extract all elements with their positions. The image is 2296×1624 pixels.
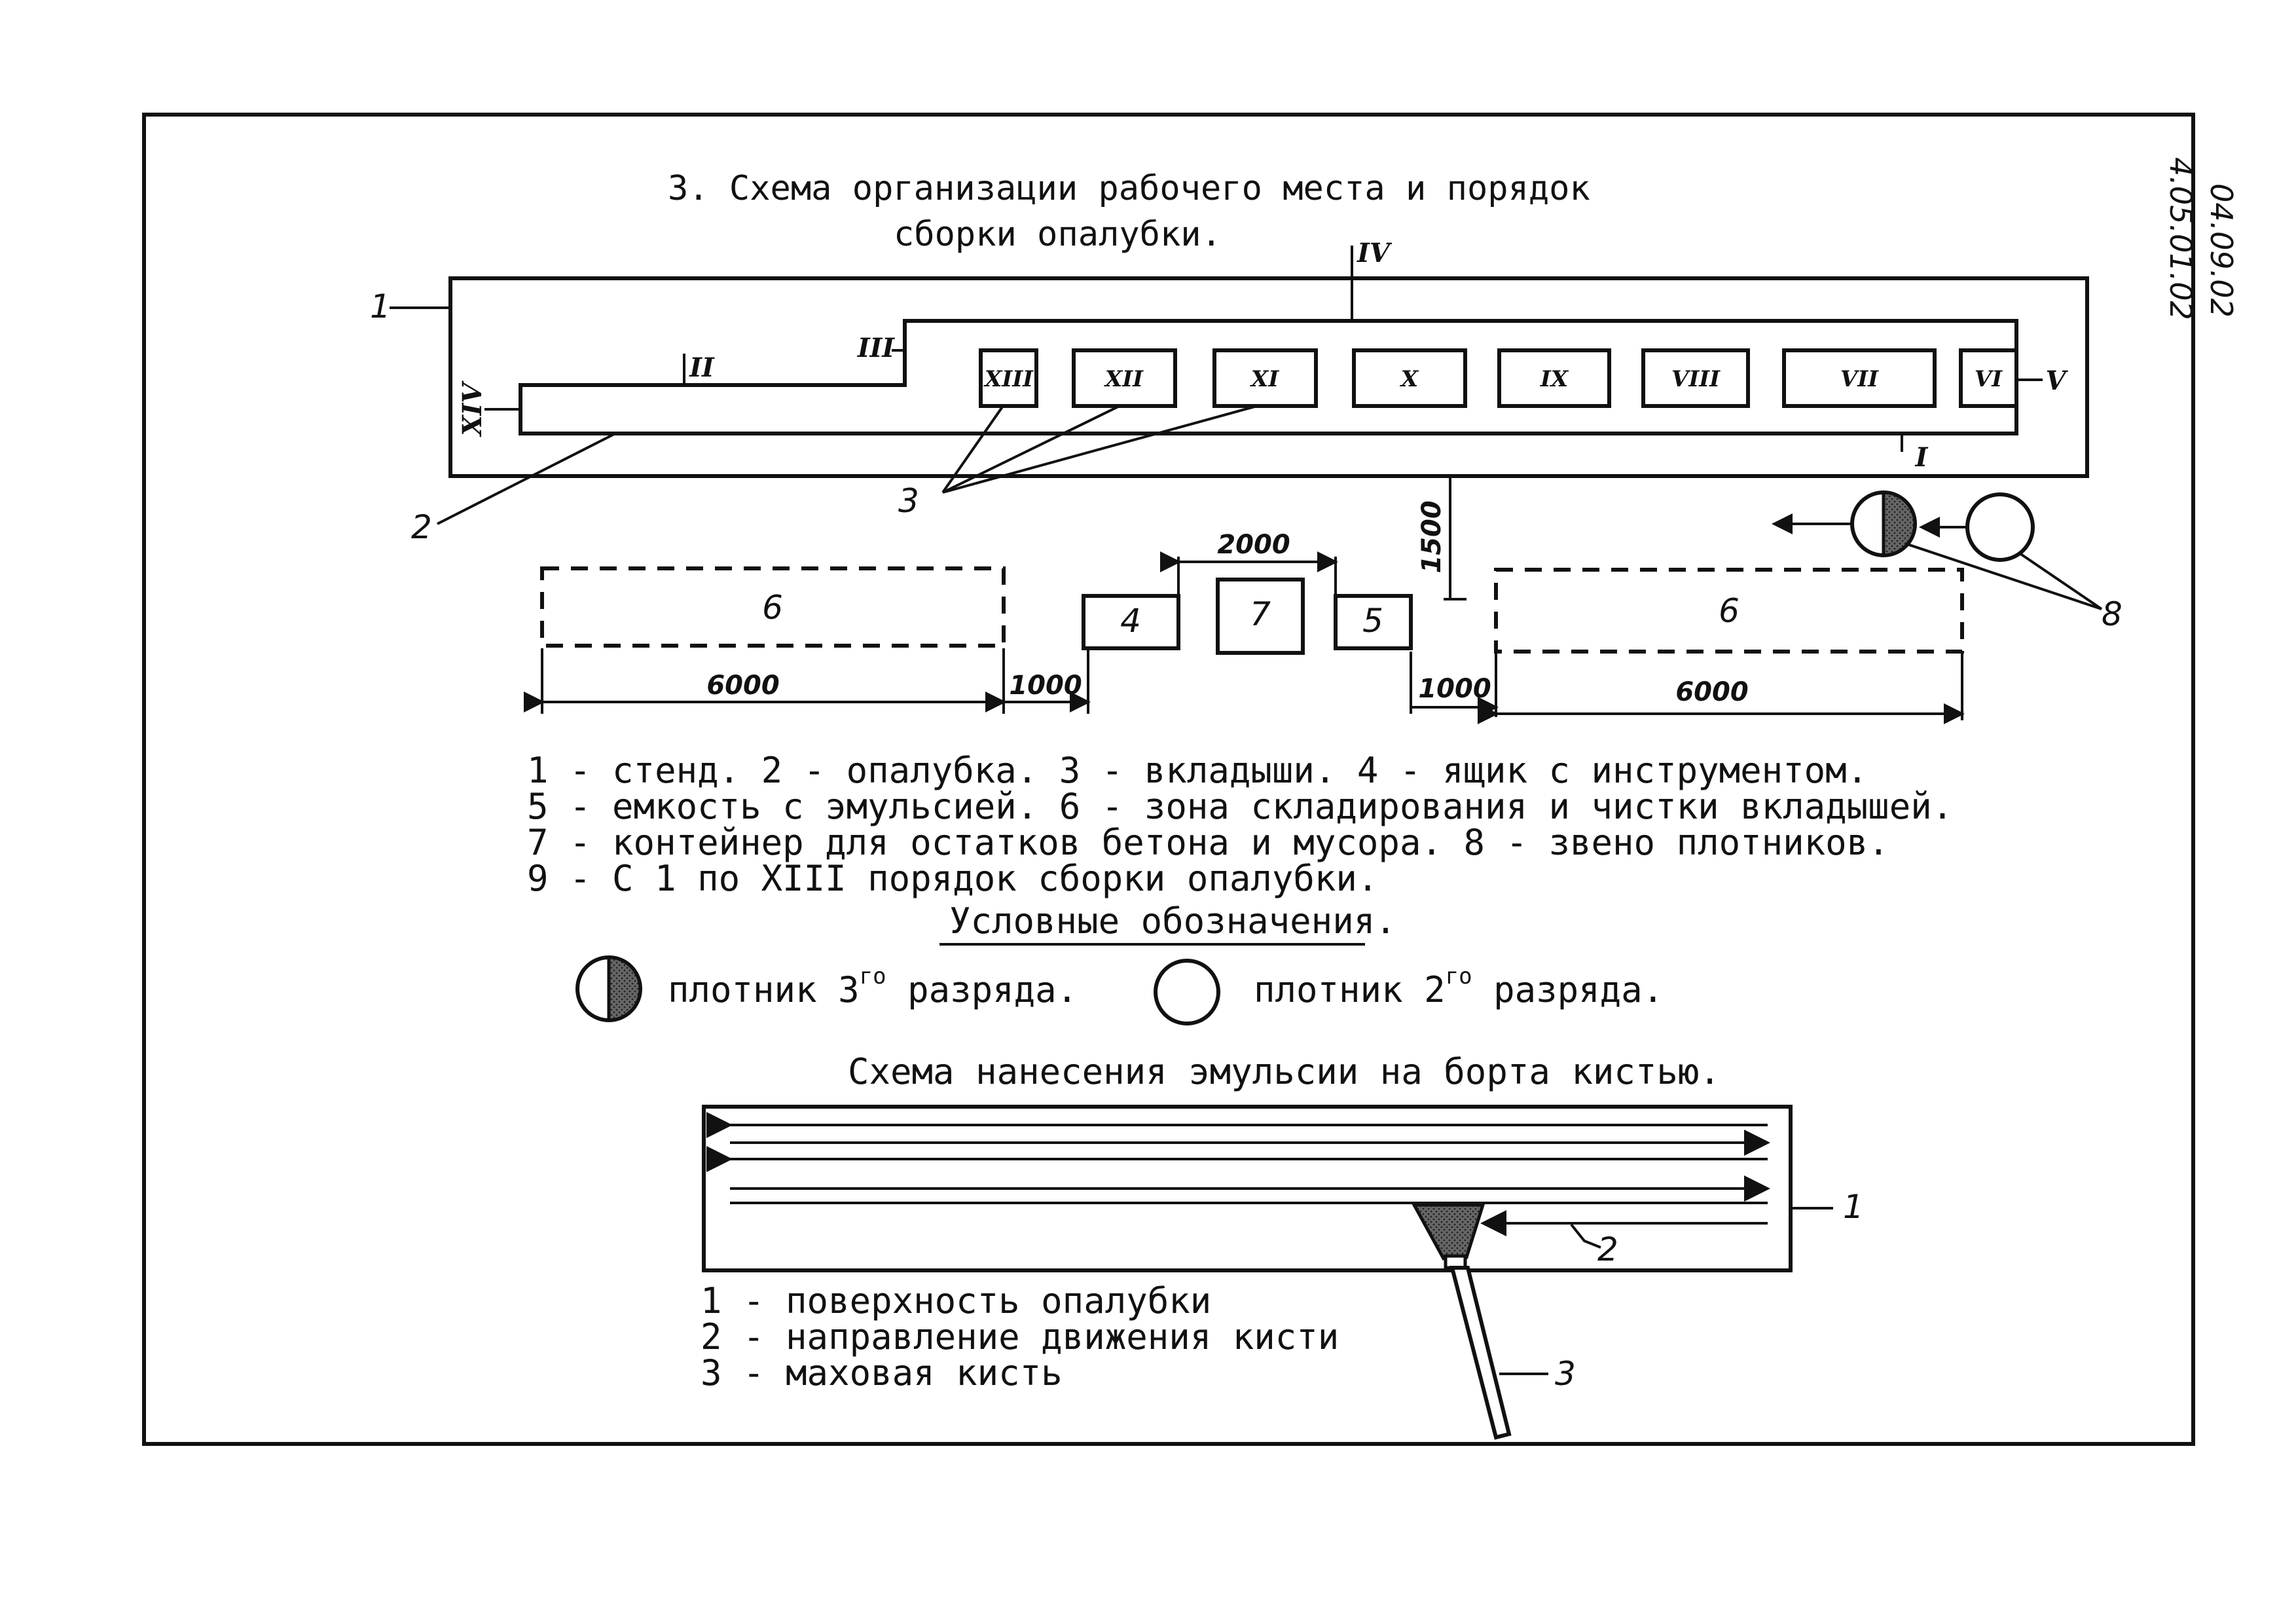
step-mark-i: I bbox=[1901, 434, 1929, 473]
insert-xi bbox=[1212, 348, 1318, 408]
step-mark-iv: IV bbox=[1351, 238, 1393, 321]
insert-vii bbox=[1782, 348, 1937, 408]
brush-callout: 3 bbox=[1555, 1355, 1576, 1393]
symbols-heading: Условные обозначения. bbox=[949, 900, 1396, 942]
dimension-middle-length: 2000 bbox=[1217, 530, 1290, 560]
step-mark-ii: II bbox=[683, 352, 715, 385]
storage-zone-right bbox=[1494, 568, 1964, 654]
stand-callout: 1 bbox=[370, 287, 391, 325]
drawing-frame bbox=[142, 113, 2195, 1446]
debris-container-label: 7 bbox=[1250, 595, 1271, 633]
legend-line-1: 1 - стенд. 2 - опалубка. 3 - вкладыши. 4… bbox=[527, 750, 1868, 791]
insert-label-xiii: XIII bbox=[983, 366, 1034, 392]
emulsion-tank-label: 5 bbox=[1362, 602, 1383, 640]
svg-text:II: II bbox=[689, 352, 715, 383]
svg-text:IV: IV bbox=[1357, 238, 1393, 268]
step-mark-xiv: XIV bbox=[457, 380, 520, 438]
surface-callout: 1 bbox=[1843, 1188, 1864, 1226]
scheme-title-line1: 3. Схема организации рабочего места и по… bbox=[668, 169, 1590, 208]
toolbox-label: 4 bbox=[1120, 602, 1141, 640]
insert-label-xii: XII bbox=[1104, 366, 1144, 392]
inserts-group: XIII XII XI X IX VIII VII VI bbox=[979, 348, 2018, 408]
dimension-left-length: 6000 bbox=[706, 671, 779, 701]
formwork-outline bbox=[519, 319, 2018, 435]
svg-text:III: III bbox=[857, 333, 895, 363]
storage-zone-left-label: 6 bbox=[762, 589, 783, 627]
insert-label-vii: VII bbox=[1840, 366, 1879, 392]
inserts-callout-lines bbox=[941, 405, 1258, 494]
legend-line-3: 7 - контейнер для остатков бетона и мусо… bbox=[527, 822, 1889, 863]
debris-container bbox=[1216, 578, 1305, 655]
insert-viii bbox=[1641, 348, 1750, 408]
emulsion-tank bbox=[1334, 594, 1413, 650]
direction-callout: 2 bbox=[1597, 1230, 1618, 1268]
dimension-right-length: 6000 bbox=[1675, 677, 1748, 707]
brush-icon bbox=[1411, 1203, 1512, 1440]
legend-line-2: 5 - емкость с эмульсией. 6 - зона склади… bbox=[527, 786, 1953, 827]
document-code-line2: 04.09.02 bbox=[2204, 183, 2239, 318]
grade2-symbol-label: плотник 2го разряда. bbox=[1254, 963, 1664, 1010]
brush-stroke-arrows bbox=[706, 1112, 1770, 1236]
carpenter-grade2-icon bbox=[1965, 492, 2035, 562]
brush-legend-line-3: 3 - маховая кисть bbox=[701, 1352, 1063, 1393]
grade2-symbol-icon bbox=[1154, 959, 1220, 1025]
insert-label-ix: IX bbox=[1540, 366, 1569, 392]
insert-xii bbox=[1072, 348, 1177, 408]
dimension-lines bbox=[524, 475, 1965, 724]
brush-legend-line-2: 2 - направление движения кисти bbox=[701, 1316, 1339, 1357]
brush-legend-line-1: 1 - поверхность опалубки bbox=[701, 1280, 1211, 1321]
inserts-callout: 3 bbox=[898, 482, 919, 520]
storage-zone-right-label: 6 bbox=[1719, 592, 1740, 630]
formwork-callout: 2 bbox=[411, 508, 432, 546]
insert-x bbox=[1352, 348, 1467, 408]
svg-text:I: I bbox=[1915, 442, 1929, 473]
brush-scheme-title: Схема нанесения эмульсии на борта кистью… bbox=[848, 1051, 1721, 1092]
step-mark-iii: III bbox=[857, 333, 905, 363]
dimension-offset: 1500 bbox=[1417, 500, 1447, 573]
scheme-title-line2: сборки опалубки. bbox=[894, 215, 1222, 254]
insert-label-vi: VI bbox=[1975, 366, 2003, 392]
step-mark-v: V bbox=[2016, 365, 2068, 396]
carpenter-team: 8 bbox=[1772, 490, 2123, 633]
dimension-right-gap: 1000 bbox=[1418, 674, 1491, 704]
dimension-left-gap: 1000 bbox=[1009, 671, 1082, 701]
insert-label-x: X bbox=[1400, 366, 1419, 392]
formwork-surface bbox=[702, 1105, 1793, 1272]
insert-vi bbox=[1959, 348, 2018, 408]
insert-label-xi: XI bbox=[1250, 366, 1279, 392]
grade3-symbol-label: плотник 3го разряда. bbox=[668, 963, 1078, 1010]
storage-zone-left bbox=[540, 566, 1006, 648]
insert-xiii bbox=[979, 348, 1038, 408]
carpenters-callout: 8 bbox=[2102, 595, 2123, 633]
toolbox bbox=[1082, 594, 1180, 650]
legend-line-4: 9 - С 1 по XIII порядок сборки опалубки. bbox=[527, 858, 1378, 899]
insert-ix bbox=[1497, 348, 1611, 408]
insert-label-viii: VIII bbox=[1671, 366, 1721, 392]
stand-outline bbox=[448, 276, 2089, 478]
formwork-callout-line bbox=[437, 432, 616, 525]
document-code-line1: 4.05.01.02 bbox=[2163, 157, 2198, 320]
svg-text:V: V bbox=[2045, 365, 2068, 396]
document-code: 4.05.01.02 04.09.02 bbox=[2163, 157, 2239, 320]
svg-text:XIV: XIV bbox=[457, 380, 488, 438]
